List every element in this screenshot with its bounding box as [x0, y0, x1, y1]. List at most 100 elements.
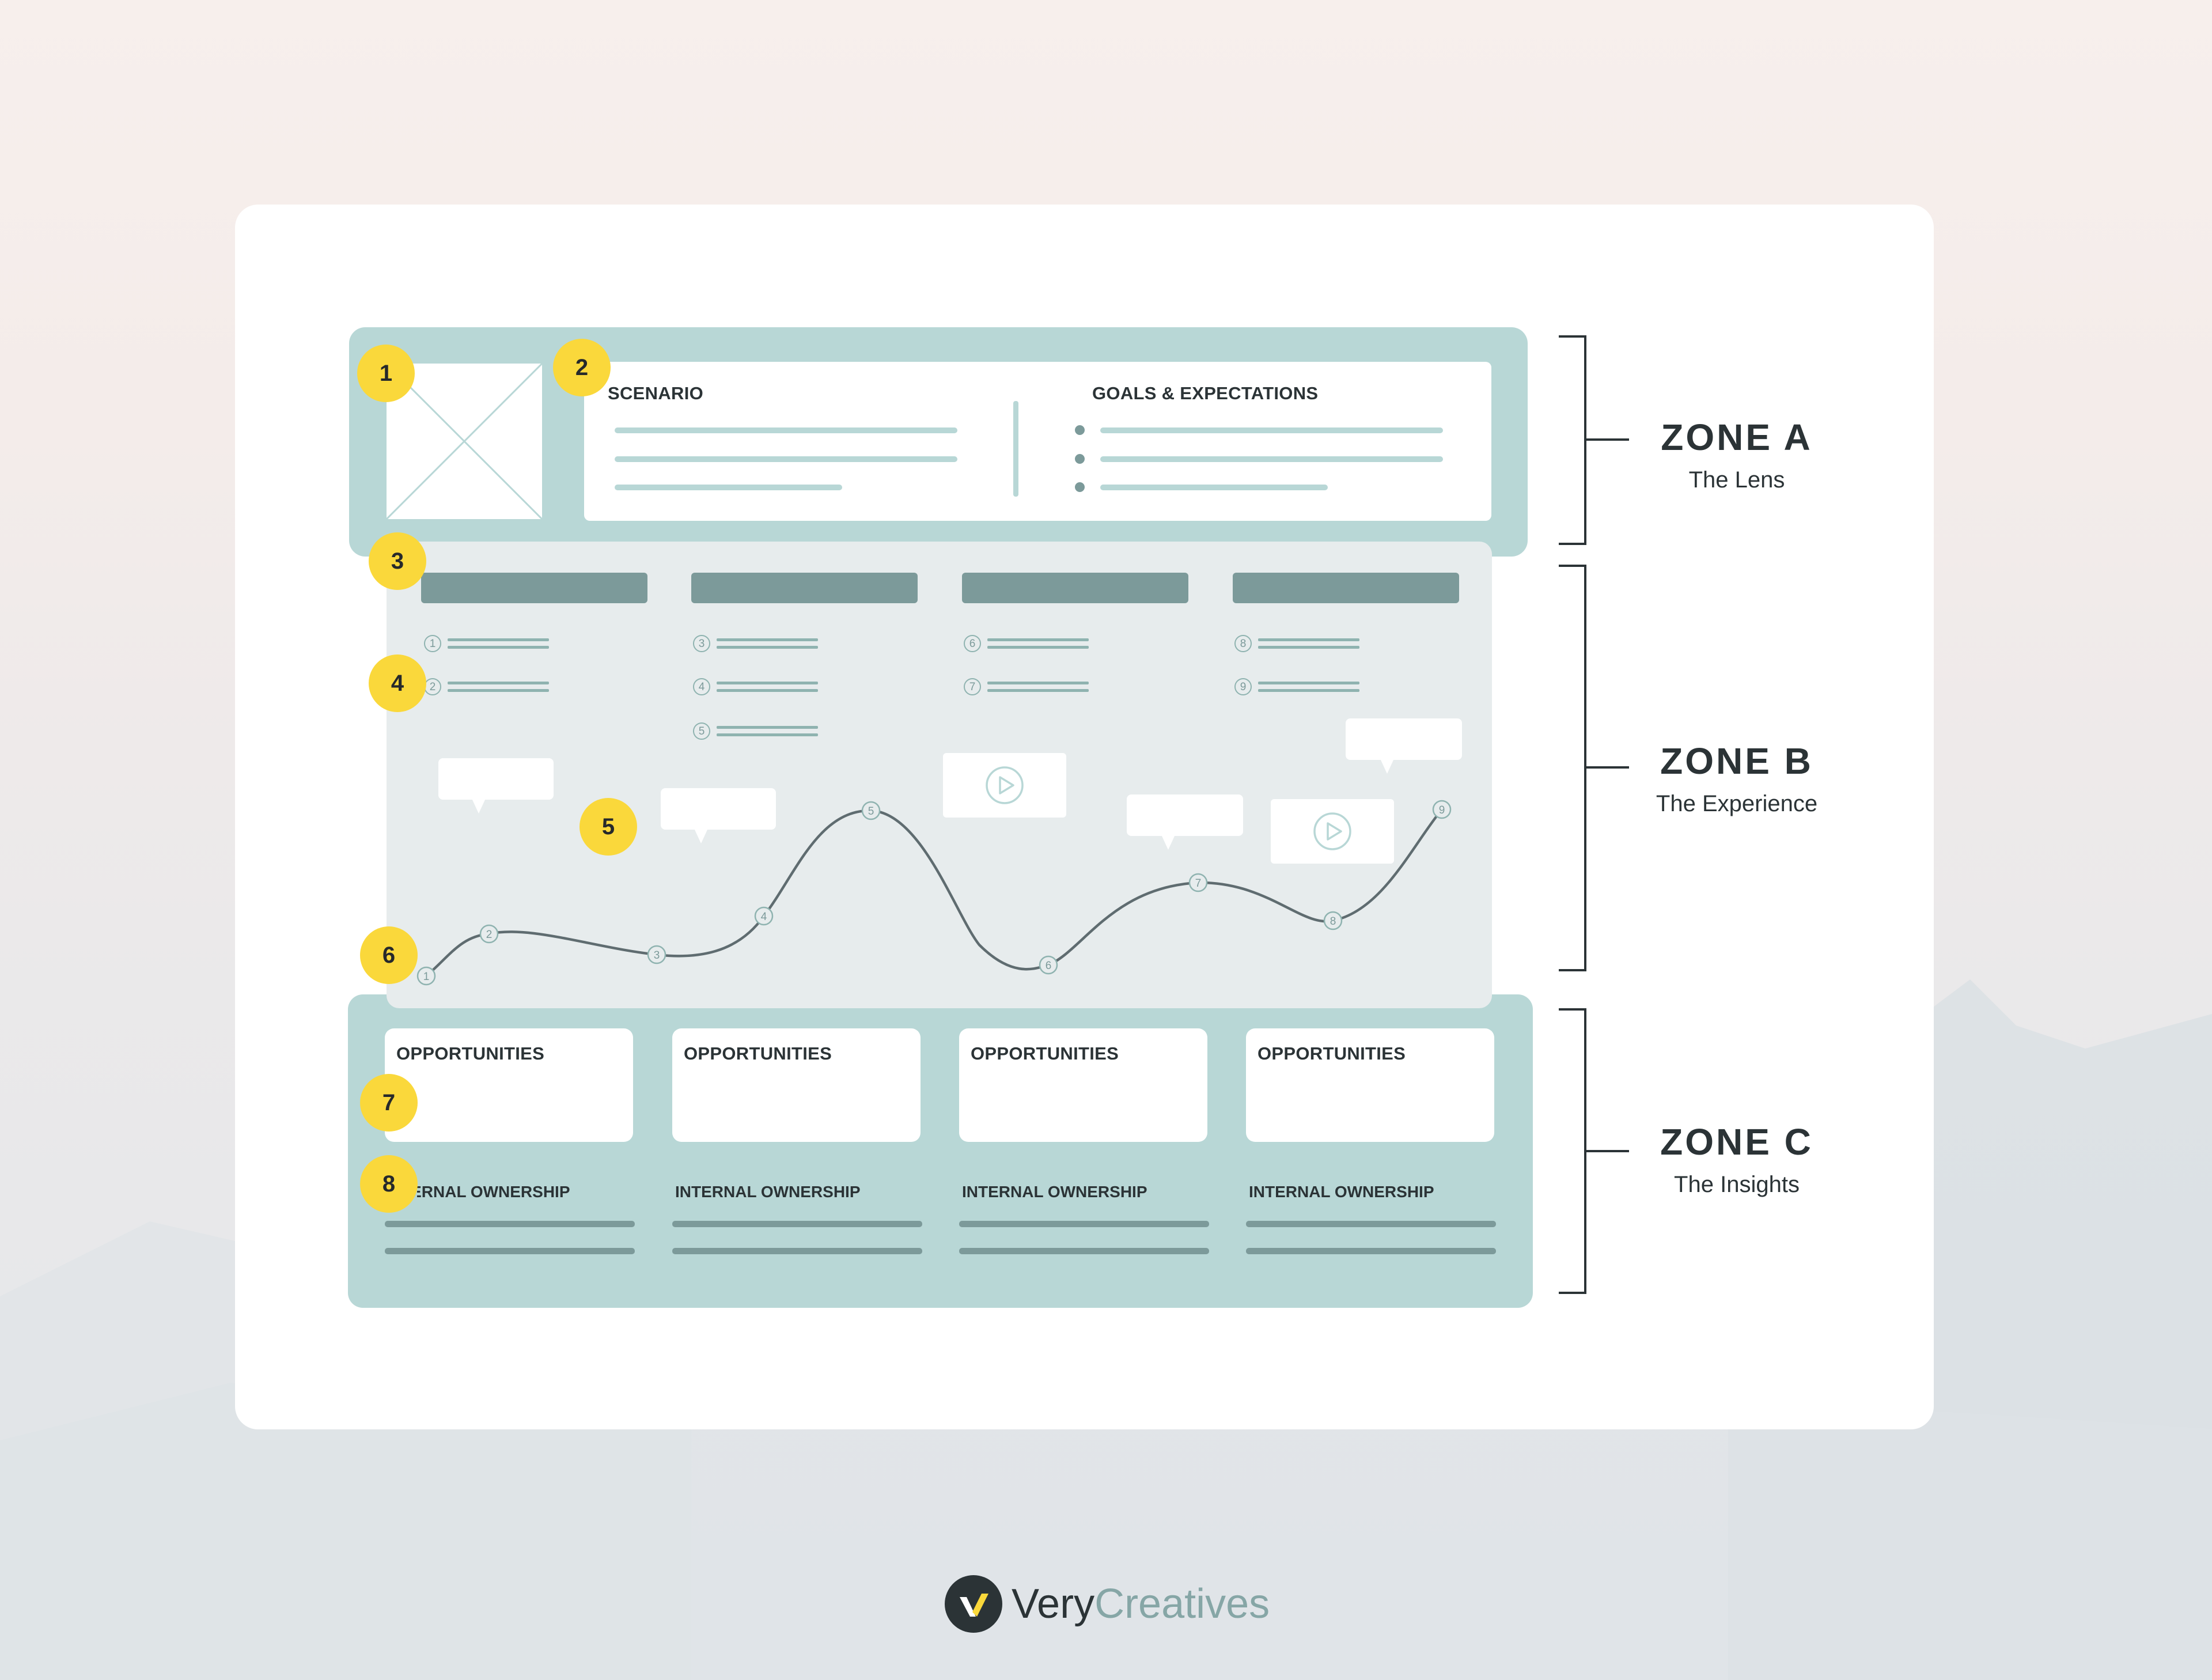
scenario-text-line	[615, 456, 957, 462]
curve-point: 7	[1188, 873, 1208, 892]
opportunities-heading: OPPORTUNITIES	[971, 1043, 1119, 1064]
zone-b-bracket	[1559, 565, 1586, 971]
ownership-heading: INTERNAL OWNERSHIP	[962, 1183, 1158, 1201]
ownership-line	[385, 1221, 635, 1227]
stage-header-bar	[691, 573, 918, 603]
curve-point-label: 6	[1046, 960, 1052, 972]
opportunities-card: OPPORTUNITIES	[959, 1028, 1207, 1142]
curve-point-label: 1	[423, 971, 430, 983]
zone-a-title: ZONE A	[1661, 417, 1813, 458]
step-number: 6	[964, 635, 981, 652]
zone-c-subtitle: The Insights	[1674, 1172, 1800, 1197]
comment-bubble	[1346, 718, 1462, 774]
ownership-heading: INTERNAL OWNERSHIP	[675, 1183, 871, 1201]
opportunities-card: OPPORTUNITIES	[1246, 1028, 1494, 1142]
comment-bubble	[438, 758, 554, 813]
header-divider	[1013, 401, 1018, 497]
zone-b-bracket-tick	[1585, 766, 1629, 769]
opportunities-heading: OPPORTUNITIES	[1257, 1043, 1406, 1064]
curve-point: 2	[479, 924, 499, 944]
curve-point-label: 8	[1330, 915, 1336, 928]
curve-point: 9	[1432, 800, 1452, 819]
zone-a-bracket-tick	[1585, 438, 1629, 441]
number-badge: 2	[553, 339, 611, 396]
ownership-heading-text: INTERNAL OWNERSHIP	[962, 1183, 1147, 1201]
bullet-dot	[1075, 482, 1085, 492]
zone-b-panel	[387, 542, 1492, 1008]
number-badge: 4	[369, 654, 426, 712]
logo-text-very: Very	[1012, 1581, 1095, 1627]
play-icon	[986, 766, 1024, 804]
ownership-line	[1246, 1248, 1496, 1254]
goals-text-line	[1100, 485, 1328, 490]
ownership-line	[959, 1221, 1209, 1227]
curve-point-label: 4	[761, 911, 767, 923]
ownership-line	[385, 1248, 635, 1254]
comment-bubble	[1127, 794, 1243, 850]
zone-c-title: ZONE C	[1660, 1121, 1813, 1163]
logo-mark-icon	[945, 1575, 1002, 1633]
number-badge: 1	[357, 345, 415, 402]
stage-header-bar	[1233, 573, 1459, 603]
stage-header-bar	[962, 573, 1188, 603]
verycreatives-logo: VeryCreatives	[944, 1574, 1270, 1634]
number-badge: 6	[360, 926, 418, 984]
ownership-heading-text: INTERNAL OWNERSHIP	[675, 1183, 861, 1201]
number-badge: 3	[369, 532, 426, 590]
scenario-text-line	[615, 485, 842, 490]
ownership-line	[959, 1248, 1209, 1254]
step-number: 4	[693, 678, 710, 695]
curve-point-label: 2	[486, 929, 493, 941]
ownership-line	[672, 1248, 922, 1254]
curve-point-label: 9	[1439, 804, 1445, 816]
video-placeholder	[943, 753, 1066, 818]
zone-a-bracket	[1559, 335, 1586, 545]
comment-bubble	[661, 788, 776, 843]
curve-point: 8	[1323, 911, 1343, 930]
scenario-goals-card	[584, 362, 1491, 521]
step-number: 1	[424, 635, 441, 652]
ownership-line	[1246, 1221, 1496, 1227]
curve-point-label: 5	[868, 805, 874, 818]
opportunities-card: OPPORTUNITIES	[385, 1028, 633, 1142]
step-number: 5	[693, 722, 710, 740]
ownership-heading-text: INTERNAL OWNERSHIP	[1249, 1183, 1434, 1201]
number-badge: 5	[579, 798, 637, 856]
step-number: 8	[1234, 635, 1252, 652]
zone-c-bracket-tick	[1585, 1150, 1629, 1152]
ownership-heading-text: INTERNAL OWNERSHIP	[417, 1183, 570, 1201]
curve-point: 1	[416, 966, 436, 986]
curve-point: 6	[1039, 955, 1058, 975]
number-badge: 8	[360, 1155, 418, 1213]
bullet-dot	[1075, 425, 1085, 435]
zone-c-bracket	[1559, 1008, 1586, 1294]
image-placeholder-icon	[385, 362, 544, 521]
goals-text-line	[1100, 427, 1443, 433]
opportunities-heading: OPPORTUNITIES	[396, 1043, 545, 1064]
logo-wordmark: VeryCreatives	[1012, 1583, 1270, 1625]
step-number: 3	[693, 635, 710, 652]
curve-point: 5	[861, 801, 881, 820]
zone-b-title: ZONE B	[1660, 740, 1813, 782]
bullet-dot	[1075, 454, 1085, 464]
goals-heading: GOALS & EXPECTATIONS	[1092, 383, 1319, 403]
scenario-heading: SCENARIO	[608, 383, 704, 403]
curve-point-label: 7	[1195, 877, 1202, 890]
curve-point: 4	[754, 906, 774, 926]
number-badge: 7	[360, 1074, 418, 1132]
step-number: 7	[964, 678, 981, 695]
logo-text-creatives: Creatives	[1094, 1581, 1270, 1627]
stage-header-bar	[421, 573, 647, 603]
opportunities-card: OPPORTUNITIES	[672, 1028, 921, 1142]
ownership-heading: INTERNAL OWNERSHIP	[417, 1183, 590, 1201]
ownership-heading: INTERNAL OWNERSHIP	[1249, 1183, 1445, 1201]
zone-a-subtitle: The Lens	[1688, 467, 1785, 493]
opportunities-heading: OPPORTUNITIES	[684, 1043, 832, 1064]
step-number: 9	[1234, 678, 1252, 695]
ownership-line	[672, 1221, 922, 1227]
curve-point-label: 3	[654, 949, 660, 962]
curve-point: 3	[647, 945, 666, 964]
video-placeholder	[1271, 799, 1394, 864]
scenario-text-line	[615, 427, 957, 433]
